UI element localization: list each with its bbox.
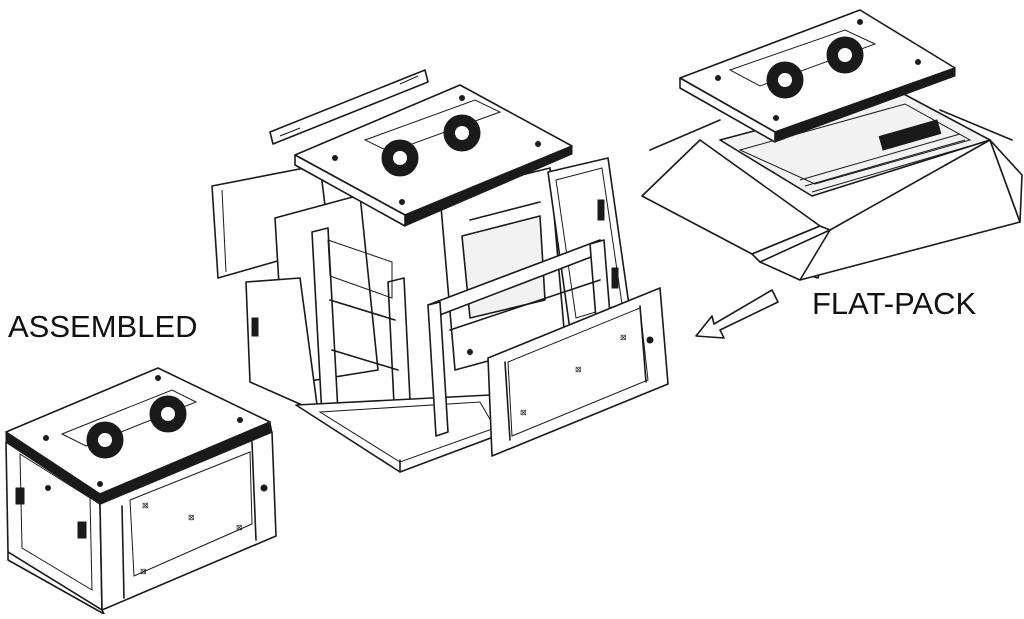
svg-text:⊠: ⊠ xyxy=(236,523,243,532)
assembled-label: ASSEMBLED xyxy=(8,309,198,344)
assembled-cabinet: ⊠ ⊠ ⊠ ⊠ xyxy=(5,367,277,615)
front-door-panel xyxy=(487,287,669,457)
flat-pack-box xyxy=(641,9,1023,281)
svg-text:⊠: ⊠ xyxy=(620,333,627,342)
flat-pack-label: FLAT-PACK xyxy=(812,286,977,321)
front-upright-mid xyxy=(387,277,411,405)
arrow-left-down-icon xyxy=(695,289,779,339)
svg-text:⊠: ⊠ xyxy=(520,408,527,417)
rear-rail xyxy=(269,69,429,145)
exploded-cabinet: ⊠ ⊠ ⊠ xyxy=(211,69,669,473)
svg-text:⊠: ⊠ xyxy=(140,567,147,576)
box-right-flap xyxy=(989,139,1023,223)
svg-text:⊠: ⊠ xyxy=(575,365,582,374)
svg-text:⊠: ⊠ xyxy=(188,513,195,522)
assembled-front-door xyxy=(99,431,277,611)
box-vent-slots xyxy=(799,119,971,193)
svg-text:⊠: ⊠ xyxy=(142,501,149,510)
